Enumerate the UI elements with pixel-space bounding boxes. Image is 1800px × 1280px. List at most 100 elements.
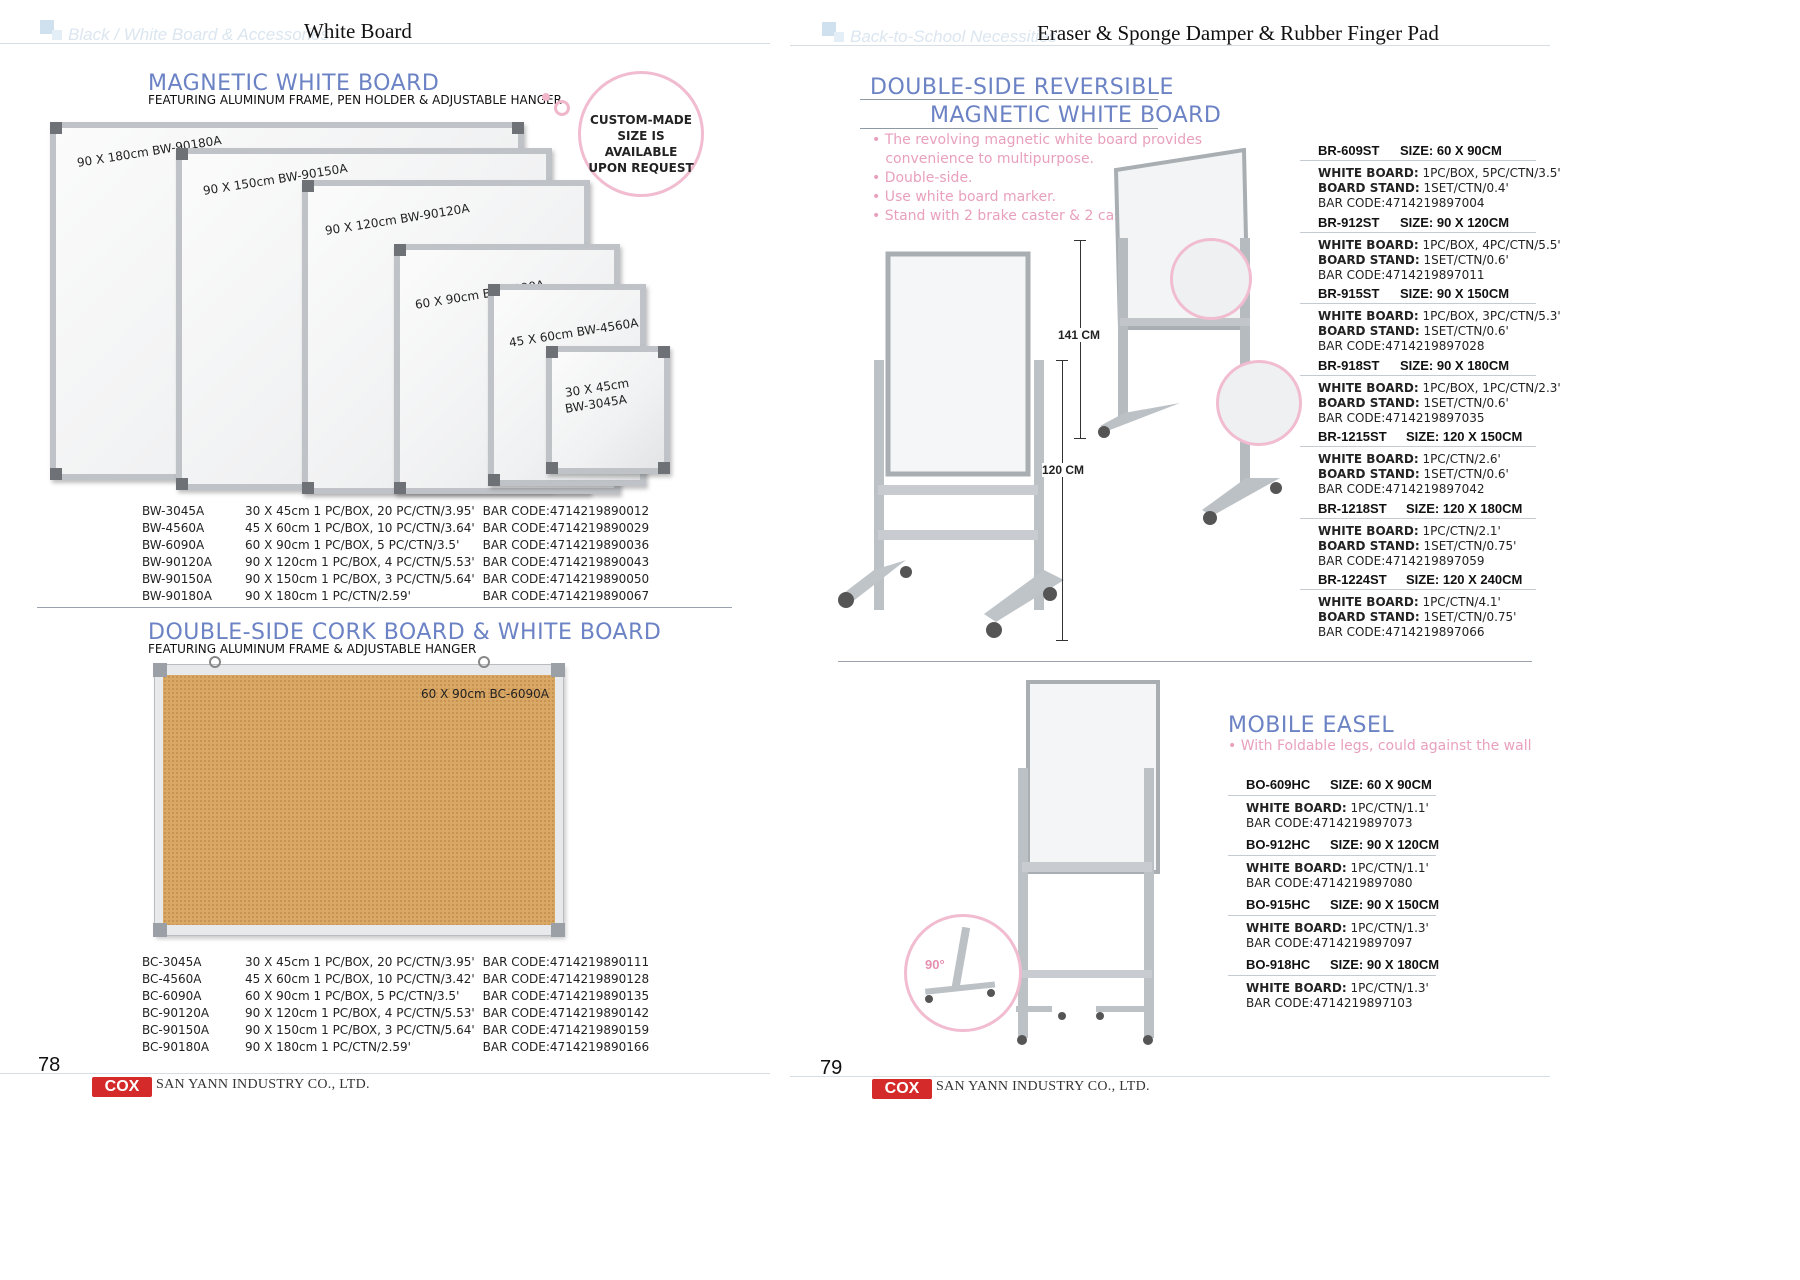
spec-text: 60 X 90cm 1 PC/BOX, 5 PC/CTN/3.5'	[245, 538, 460, 552]
product-code: BW-90180A	[142, 589, 212, 603]
value: 1PC/CTN/2.6'	[1418, 452, 1501, 466]
model-detail: WHITE BOARD: 1PC/CTN/4.1'BOARD STAND: 1S…	[1318, 595, 1516, 640]
hanger-icon	[209, 656, 221, 668]
model-detail: WHITE BOARD: 1PC/BOX, 3PC/CTN/5.3'BOARD …	[1318, 309, 1561, 354]
model-underline	[1300, 231, 1536, 233]
label: BOARD STAND:	[1318, 181, 1420, 195]
bar-code: BAR CODE:4714219890036	[482, 538, 650, 552]
spec-row: BC-4560A 45 X 60cm 1 PC/BOX, 10 PC/CTN/3.…	[142, 971, 657, 988]
model-size: SIZE: 90 X 150CM	[1330, 897, 1440, 912]
model-size: SIZE: 90 X 120CM	[1400, 214, 1510, 230]
section-title-magnetic: MAGNETIC WHITE BOARD	[148, 71, 440, 96]
detail-zoom-hinge	[1170, 238, 1252, 320]
label: WHITE BOARD:	[1318, 237, 1419, 252]
label: WHITE BOARD:	[1318, 309, 1419, 323]
bar-code: BAR CODE:4714219890128	[482, 972, 650, 986]
spec-text: 45 X 60cm 1 PC/BOX, 10 PC/CTN/3.42'	[245, 972, 475, 986]
bar-code: BAR CODE:4714219897103	[1246, 996, 1413, 1010]
custom-size-badge: CUSTOM-MADE SIZE IS AVAILABLE UPON REQUE…	[578, 71, 704, 197]
model-size: SIZE: 120 X 240CM	[1406, 572, 1523, 587]
bar-code: BAR CODE:4714219897097	[1246, 936, 1413, 950]
feature-item: • Double-side.	[872, 170, 973, 186]
board-label: 60 X 90cm BC-6090A	[421, 687, 549, 701]
product-code: BC-90180A	[142, 1040, 210, 1054]
model-detail: WHITE BOARD: 1PC/BOX, 5PC/CTN/3.5'BOARD …	[1318, 166, 1561, 211]
model-underline	[1300, 303, 1536, 304]
label: WHITE BOARD:	[1246, 861, 1347, 875]
label: BOARD STAND:	[1318, 467, 1420, 481]
value: 1PC/CTN/4.1'	[1418, 595, 1501, 609]
model-detail: WHITE BOARD: 1PC/CTN/1.1'BAR CODE:471421…	[1246, 861, 1429, 891]
bar-code: BAR CODE:4714219897080	[1246, 876, 1413, 890]
dimension-141: 141 CM	[1058, 328, 1101, 342]
model-size: SIZE: 90 X 180CM	[1400, 357, 1510, 373]
dimension-tick	[1074, 240, 1086, 241]
section-divider	[37, 607, 732, 608]
footer-rule	[0, 1073, 770, 1074]
model-code: BR-1215ST	[1318, 429, 1387, 444]
spec-text: 90 X 120cm 1 PC/BOX, 4 PC/CTN/5.53'	[245, 555, 475, 569]
feature-item: convenience to multipurpose.	[872, 151, 1095, 167]
model-code: BO-609HC	[1246, 777, 1311, 792]
category-label: Back-to-School Necessities	[850, 27, 1057, 46]
cox-logo: COX	[92, 1077, 152, 1097]
label: BOARD STAND:	[1318, 610, 1420, 624]
value: 1SET/CTN/0.6'	[1419, 467, 1509, 481]
bar-code: BAR CODE:4714219897011	[1318, 267, 1485, 282]
model-detail: WHITE BOARD: 1PC/CTN/1.1'BAR CODE:471421…	[1246, 801, 1429, 831]
value: 1SET/CTN/0.6'	[1419, 252, 1509, 267]
decor-dot-icon	[542, 93, 550, 101]
bar-code: BAR CODE:4714219890166	[482, 1040, 650, 1054]
bar-code: BAR CODE:4714219897073	[1246, 816, 1413, 830]
product-code: BW-90150A	[142, 572, 212, 586]
model-code: BO-912HC	[1246, 837, 1311, 852]
bar-code: BAR CODE:4714219890111	[482, 955, 650, 969]
label: WHITE BOARD:	[1246, 801, 1347, 815]
product-code: BC-90120A	[142, 1006, 210, 1020]
label: WHITE BOARD:	[1318, 380, 1419, 395]
board-label: 45 X 60cm BW-4560A	[508, 315, 640, 350]
feature-item: • Stand with 2 brake caster & 2 casters.	[872, 208, 1154, 224]
bar-code: BAR CODE:4714219890142	[482, 1006, 650, 1020]
model-code: BR-609ST	[1318, 143, 1380, 158]
section-subtitle-cork: FEATURING ALUMINUM FRAME & ADJUSTABLE HA…	[148, 642, 477, 656]
spec-text: 30 X 45cm 1 PC/BOX, 20 PC/CTN/3.95'	[245, 955, 475, 969]
bar-code: BAR CODE:4714219897035	[1318, 410, 1485, 425]
product-code: BC-3045A	[142, 955, 202, 969]
model-underline	[1228, 795, 1436, 796]
model-detail: WHITE BOARD: 1PC/CTN/2.1'BOARD STAND: 1S…	[1318, 524, 1516, 569]
bar-code: BAR CODE:4714219897042	[1318, 482, 1485, 496]
model-code: BR-912ST	[1318, 214, 1380, 230]
label: WHITE BOARD:	[1318, 595, 1419, 609]
feature-list: • The revolving magnetic white board pro…	[872, 131, 1202, 226]
badge-line: SIZE IS AVAILABLE	[604, 129, 678, 159]
model-detail: WHITE BOARD: 1PC/CTN/1.3'BAR CODE:471421…	[1246, 981, 1429, 1011]
spec-row: BC-3045A 30 X 45cm 1 PC/BOX, 20 PC/CTN/3.…	[142, 954, 657, 971]
label: WHITE BOARD:	[1246, 981, 1347, 995]
label: WHITE BOARD:	[1318, 523, 1419, 538]
dimension-tick	[1056, 360, 1068, 361]
model-detail: WHITE BOARD: 1PC/CTN/2.6'BOARD STAND: 1S…	[1318, 452, 1509, 497]
cork-spec-table: BC-3045A 30 X 45cm 1 PC/BOX, 20 PC/CTN/3.…	[142, 954, 657, 1056]
page-title: White Board	[304, 19, 412, 43]
cork-surface	[163, 675, 555, 925]
model-detail: WHITE BOARD: 1PC/CTN/1.3'BAR CODE:471421…	[1246, 921, 1429, 951]
label: BOARD STAND:	[1318, 538, 1420, 553]
badge-line: CUSTOM-MADE	[590, 113, 692, 127]
model-code: BR-1224ST	[1318, 572, 1387, 587]
bar-code: BAR CODE:4714219897066	[1318, 625, 1485, 639]
detail-zoom-caster	[1216, 360, 1302, 446]
product-code: BC-6090A	[142, 989, 202, 1003]
header-square-icon	[52, 30, 62, 40]
board-label: 90 X 120cm BW-90120A	[324, 201, 471, 238]
label: WHITE BOARD:	[1318, 452, 1419, 466]
product-code: BC-4560A	[142, 972, 202, 986]
product-code: BW-90120A	[142, 555, 212, 569]
header-rule	[790, 45, 1550, 46]
bar-code: BAR CODE:4714219890159	[482, 1023, 650, 1037]
spec-text: 90 X 150cm 1 PC/BOX, 3 PC/CTN/5.64'	[245, 572, 475, 586]
